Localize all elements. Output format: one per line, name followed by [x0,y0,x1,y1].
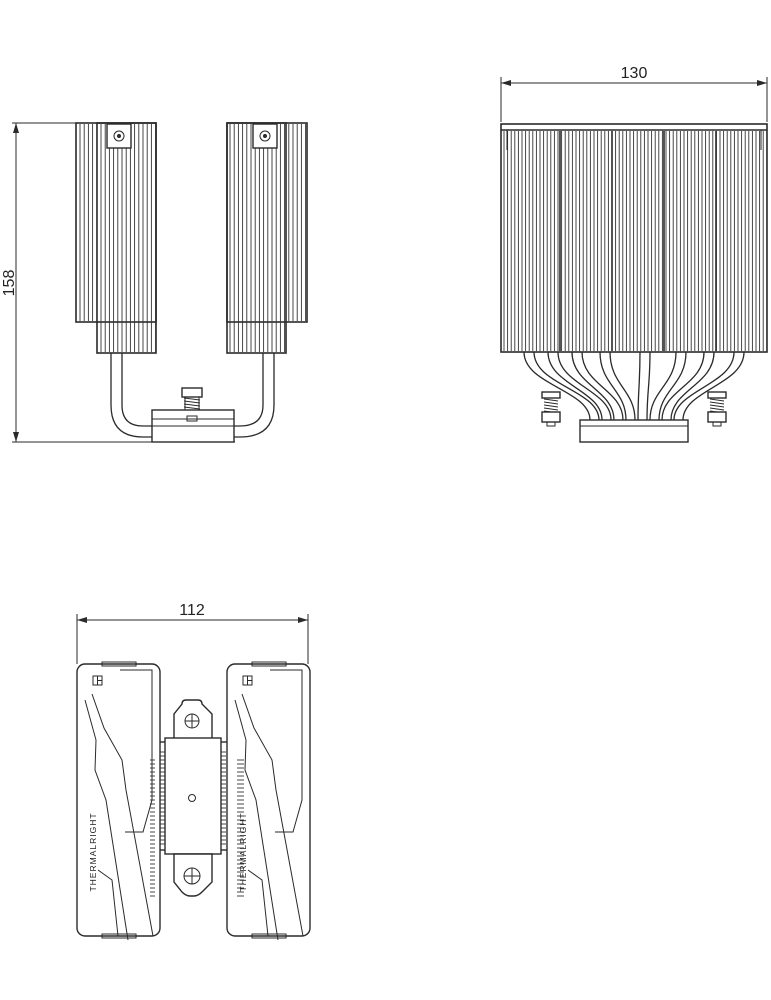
side-left-fin-stack [75,122,157,354]
top-width-dimension: 112 [76,602,309,664]
side-base-mount [151,387,235,443]
front-view: 130 [500,65,768,443]
brand-logo-icon [92,675,103,686]
front-fin-stack [500,123,768,353]
front-base [541,391,727,443]
side-height-dimension: 158 [1,122,235,443]
top-width-label: 112 [179,602,205,619]
front-heatpipes [523,351,745,421]
top-mounting-bar [157,699,229,897]
top-right-cover: THERMALRIGHT [226,661,311,941]
top-side-fins [150,759,244,897]
brand-text-left: THERMALRIGHT [88,812,98,891]
top-left-cover: THERMALRIGHT [76,661,161,941]
front-width-dimension: 130 [500,65,768,122]
side-height-label: 158 [1,270,18,297]
brand-logo-icon [242,675,253,686]
top-view: 112 [76,602,311,941]
front-width-label: 130 [621,65,648,82]
side-view: 158 [1,122,308,443]
side-right-fin-stack [226,122,308,354]
